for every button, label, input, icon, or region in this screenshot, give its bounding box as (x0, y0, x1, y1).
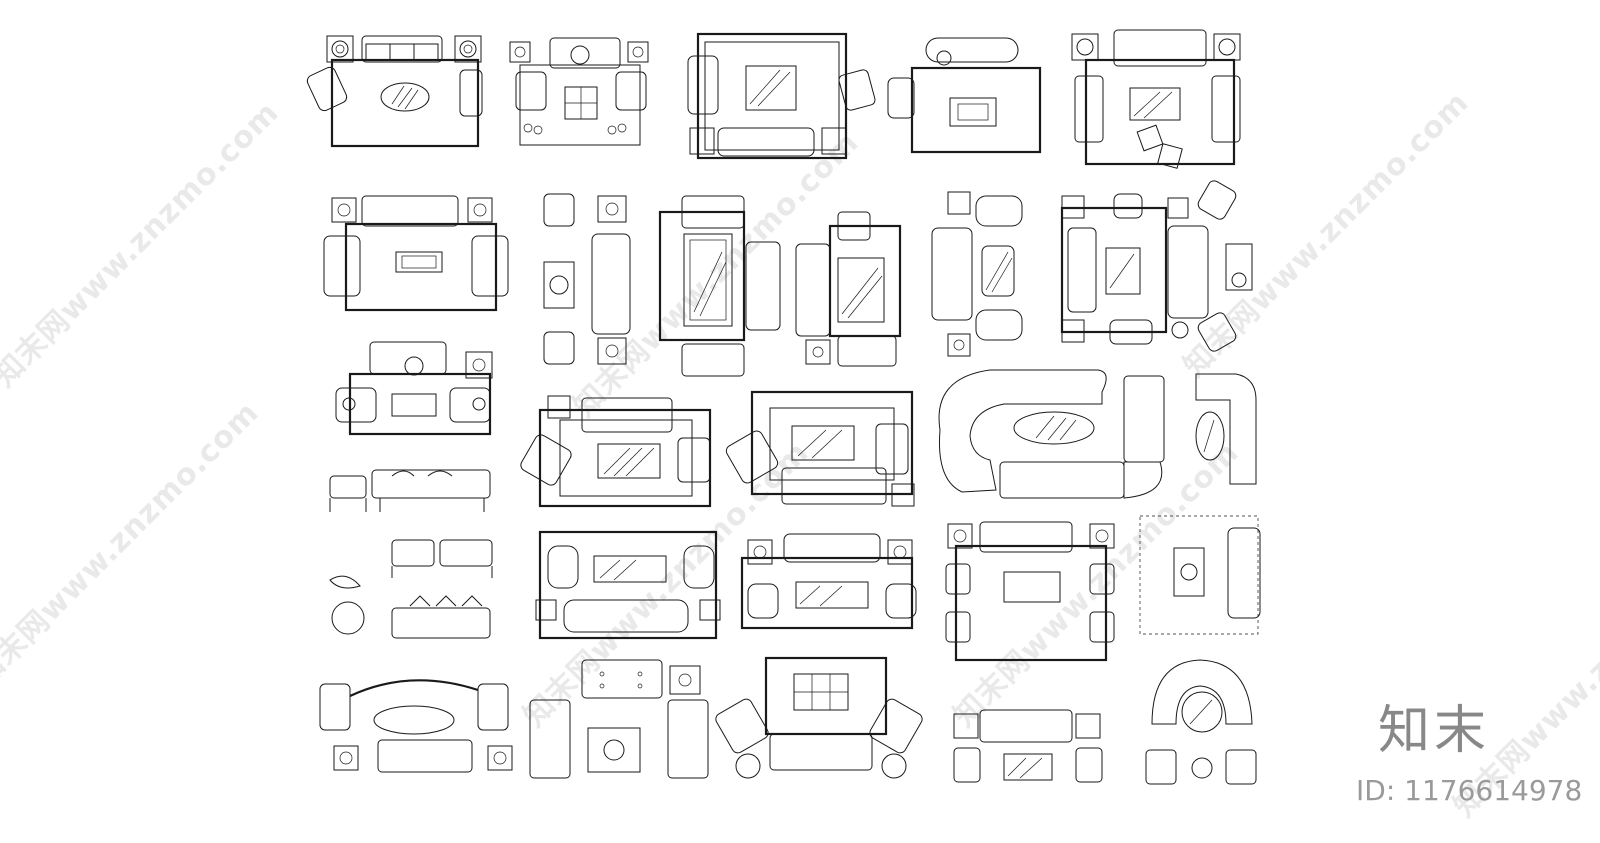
sofa-set-19 (740, 533, 917, 630)
sofa-set-21 (1139, 515, 1261, 635)
sofa-set-12 (1167, 180, 1253, 352)
brand-logo: 知末 (1378, 701, 1491, 761)
sofa-set-8 (658, 195, 781, 377)
sofa-set-20 (945, 521, 1115, 662)
sofa-set-14 (520, 395, 712, 508)
sofa-elevation-1 (329, 469, 491, 512)
sofa-set-11 (1060, 193, 1168, 345)
sofa-set-24 (715, 656, 923, 779)
sofa-set-16-curved (938, 369, 1165, 499)
sofa-set-4 (887, 37, 1042, 154)
sofa-set-7 (543, 193, 631, 365)
sofa-set-22 (319, 679, 513, 773)
sofa-set-18 (535, 530, 721, 640)
sofa-set-17-corner (1195, 373, 1257, 485)
sofa-set-2 (509, 37, 649, 146)
sofa-set-15 (725, 390, 915, 507)
sofa-set-13 (335, 341, 493, 436)
sofa-set-3 (687, 32, 876, 160)
sofa-set-9 (795, 211, 902, 367)
sofa-set-10 (931, 191, 1023, 357)
image-id-label: ID: 1176614978 (1356, 774, 1583, 807)
sofa-set-23 (529, 659, 709, 779)
sofa-set-6 (323, 195, 509, 312)
sofa-set-25 (953, 709, 1103, 783)
sofa-set-26-round (1145, 659, 1257, 785)
sofa-set-1 (306, 35, 483, 148)
chair-elevation (329, 539, 493, 639)
sofa-set-5 (1071, 29, 1241, 169)
